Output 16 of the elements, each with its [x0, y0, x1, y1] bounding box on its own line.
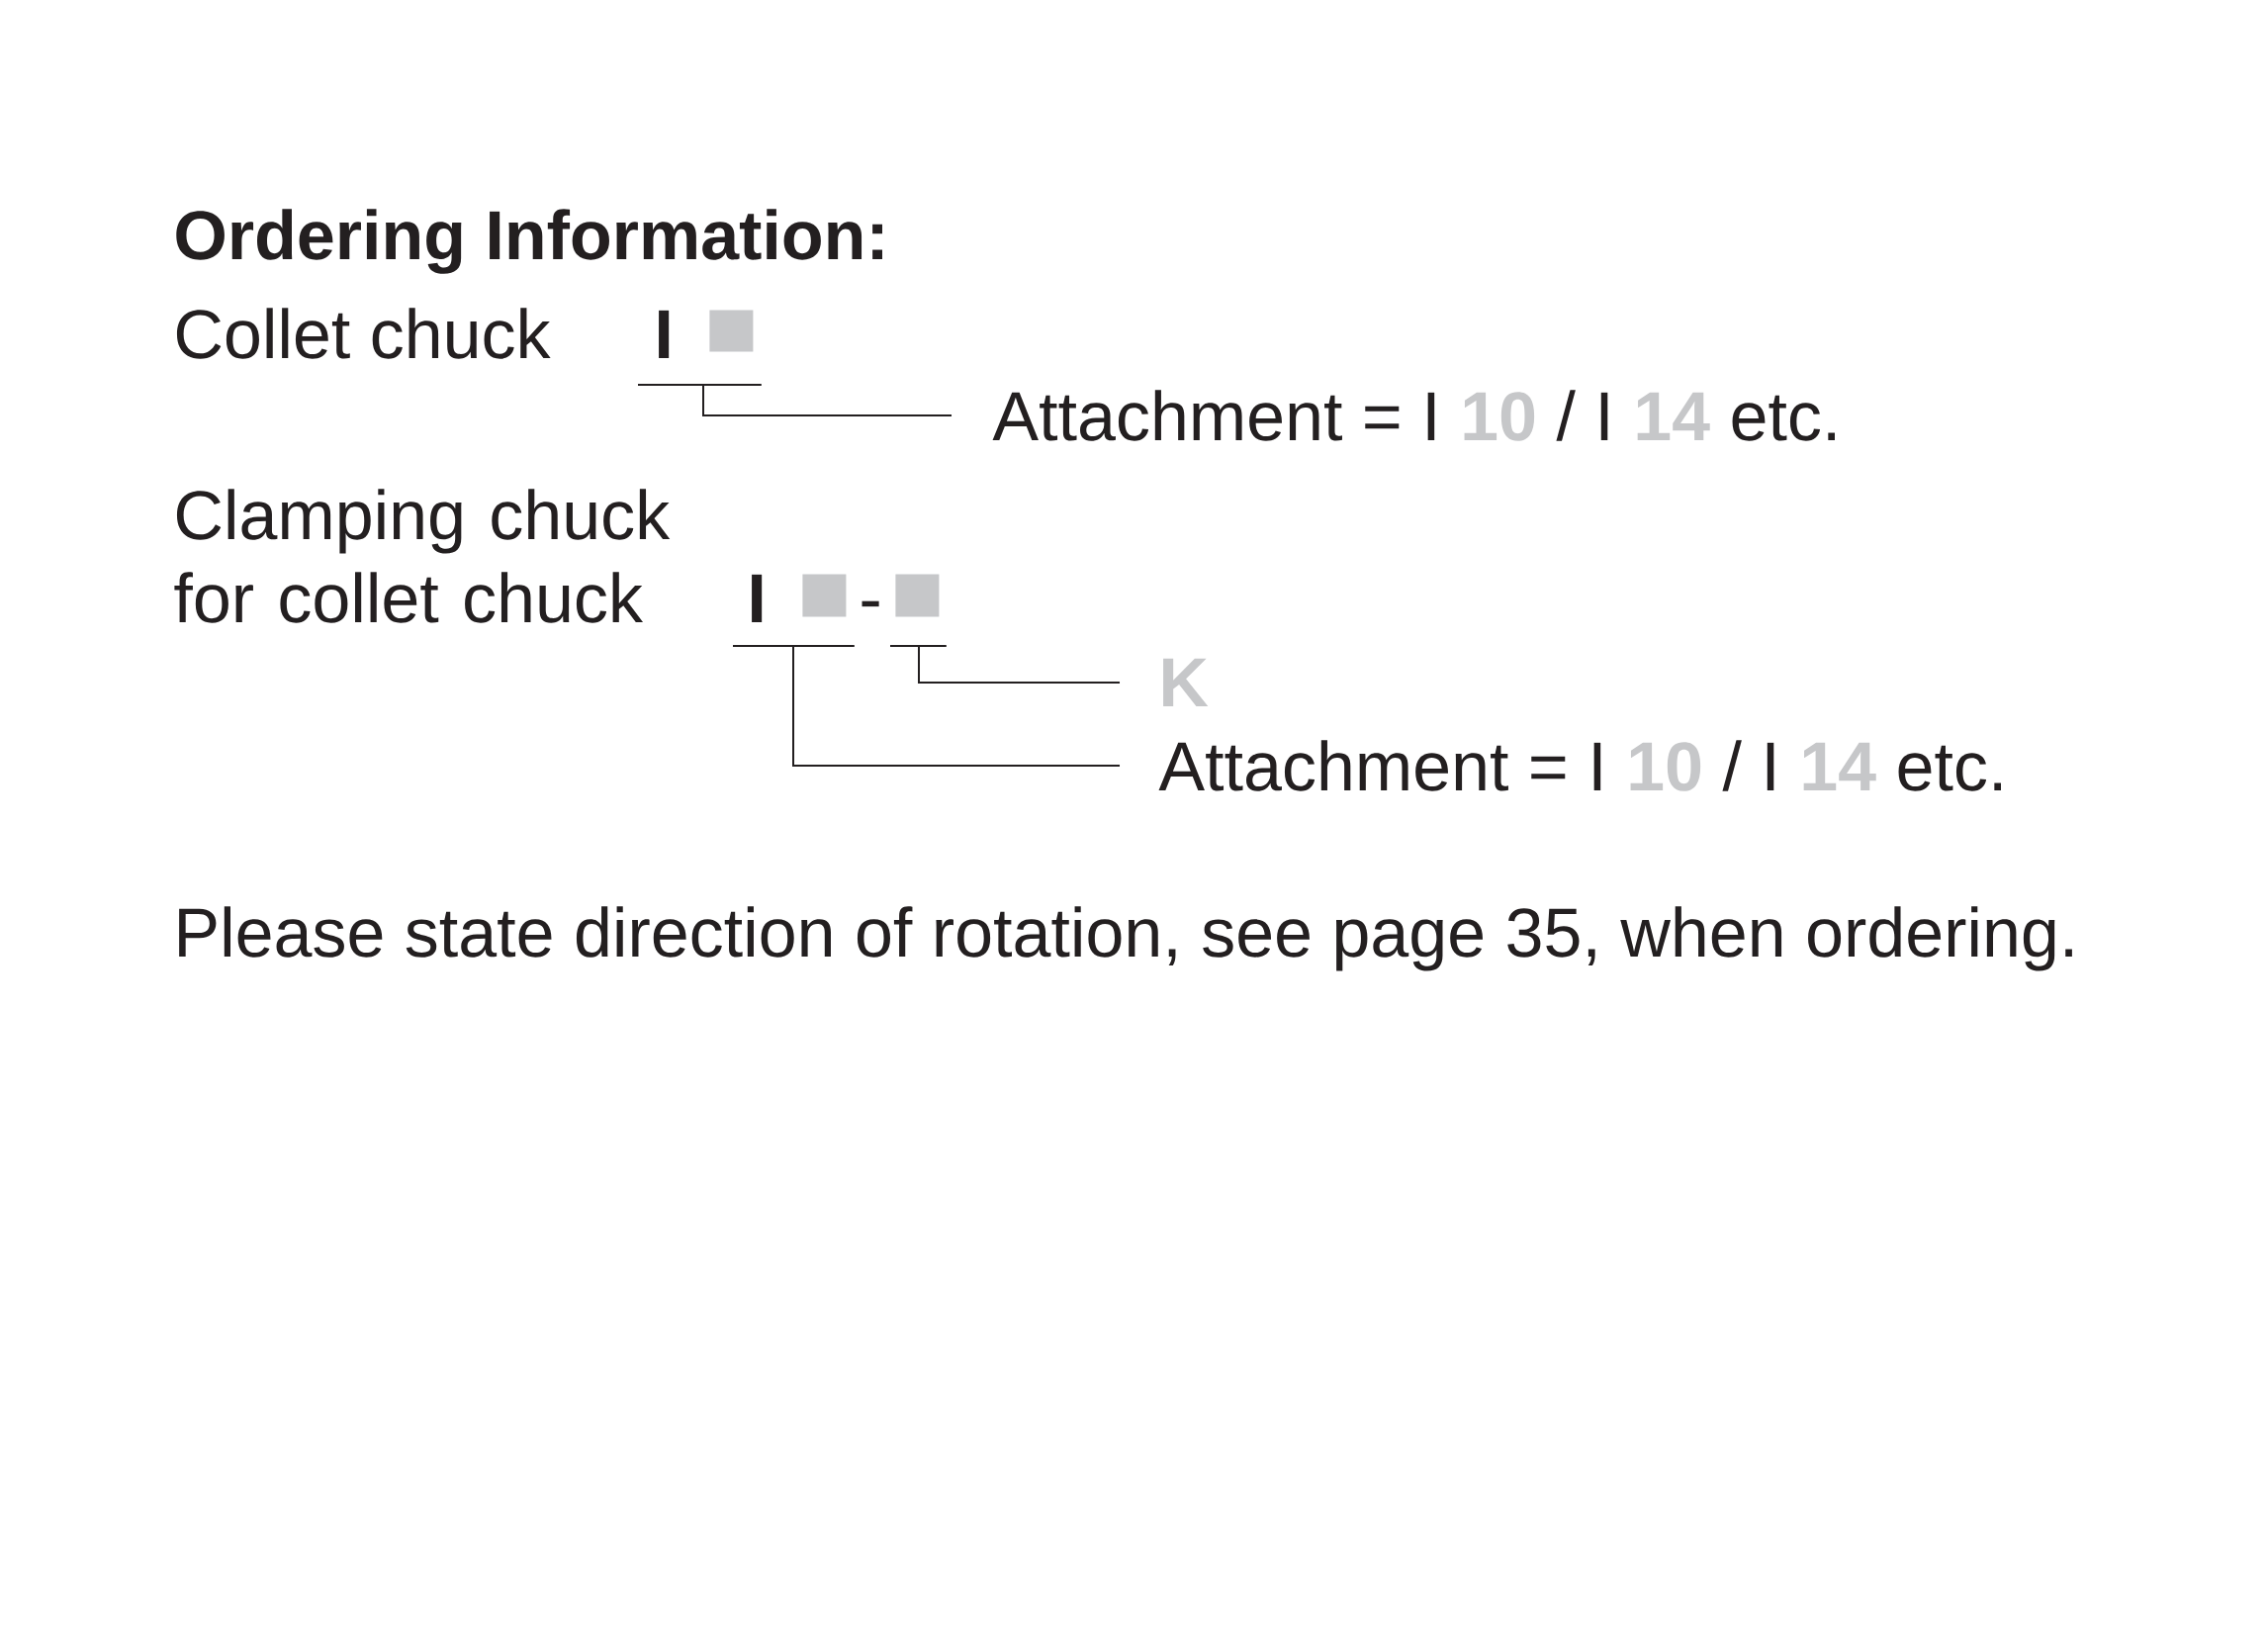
- leader-line: [637, 384, 953, 416]
- code-dash: -: [862, 600, 879, 607]
- callout-text: Attachment = I 10 / I 14 etc.: [1158, 740, 2001, 791]
- option-letter: K: [1163, 658, 1209, 706]
- placeholder-square: [709, 310, 754, 352]
- placeholder-square: [802, 574, 847, 617]
- callout-text: Attachment = I 10 / I 14 etc.: [992, 390, 1835, 441]
- note-text: Please state direction of rotation, see page 35, when ordering.: [179, 906, 2072, 971]
- heading: Ordering Information:: [176, 209, 882, 274]
- code-letter: I: [659, 310, 670, 358]
- leader-line: [889, 645, 1121, 684]
- product-name: Collet chuck: [176, 308, 551, 359]
- code-letter: I: [752, 574, 763, 622]
- placeholder-square: [895, 574, 940, 617]
- product-name: Clamping chuck for collet chuck: [174, 489, 671, 623]
- leader-line: [732, 645, 1121, 767]
